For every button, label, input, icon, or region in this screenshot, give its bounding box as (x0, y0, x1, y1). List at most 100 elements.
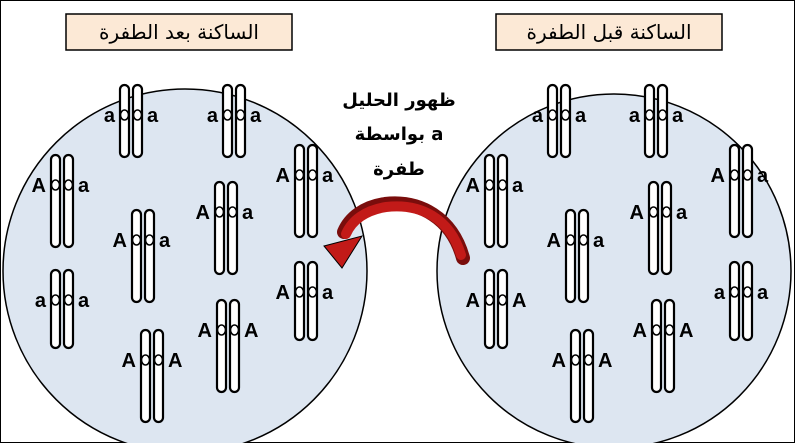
mutation-arrow-body (341, 201, 466, 260)
population-before-title-text: الساكنة قبل الطفرة (526, 20, 691, 44)
population-after-gene-locus-2-right (235, 109, 246, 121)
population-after-allele-right-9: A (168, 350, 182, 372)
population-after-chromosome-1-left (118, 83, 131, 159)
population-after-title-box (65, 13, 293, 51)
population-before-gene-locus-4-right (742, 169, 753, 181)
mutation-arrow (323, 196, 470, 269)
population-before-allele-right-7: A (512, 290, 526, 312)
population-before-gene-locus-6-right (661, 206, 672, 218)
population-before-chromosome-8-right (741, 260, 754, 342)
population-before-allele-left-1: a (532, 105, 544, 127)
population-before-chromosome-5-left (564, 208, 577, 304)
population-before-gene-locus-5-right (578, 234, 589, 246)
population-after-circle (2, 88, 368, 443)
population-before-allele-left-8: a (714, 282, 726, 304)
population-after-gene-locus-9-left (140, 354, 151, 366)
population-before-gene-locus-2-left (644, 109, 655, 121)
population-before-allele-right-3: a (512, 175, 524, 197)
population-before-gene-locus-8-right (742, 286, 753, 298)
mutation-label: ظهور الحليل a بواسطة طفرة (342, 90, 455, 180)
population-after-chromosome-7-left (49, 268, 62, 350)
population-after-chromosome-1-right (131, 83, 144, 159)
population-after-gene-locus-9-right (153, 354, 164, 366)
population-before-gene-locus-4-left (729, 169, 740, 181)
population-before-allele-right-2: a (672, 105, 684, 127)
population-before-allele-left-3: A (466, 175, 480, 197)
population-after-allele-right-2: a (250, 105, 262, 127)
population-before-allele-right-10: A (679, 320, 693, 342)
population-after-title-text: الساكنة بعد الطفرة (99, 20, 259, 44)
population-after-allele-right-8: a (322, 282, 334, 304)
population-before-chromosome-5-right (577, 208, 590, 304)
population-before-gene-locus-1-left (547, 109, 558, 121)
population-before-allele-right-1: a (575, 105, 587, 127)
mutation-arrow-head (323, 235, 364, 269)
population-after-chromosome-2-right (234, 83, 247, 159)
population-before-chromosome-9-left (569, 328, 582, 424)
population-before-allele-left-9: A (552, 350, 566, 372)
population-after-gene-locus-1-left (119, 109, 130, 121)
population-before-chromosome-6-left (647, 180, 660, 276)
population-after-allele-left-8: A (276, 282, 290, 304)
population-after-chromosome-5-right (143, 208, 156, 304)
population-before-gene-locus-3-right (497, 179, 508, 191)
population-before-gene-locus-8-left (729, 286, 740, 298)
population-after-chromosome-6-right (226, 180, 239, 276)
population-after-allele-right-7: a (78, 290, 90, 312)
population-before-chromosome-6-right (660, 180, 673, 276)
population-after-allele-right-10: A (244, 320, 258, 342)
population-after-gene-locus-2-left (222, 109, 233, 121)
population-after-allele-right-1: a (147, 105, 159, 127)
population-before-gene-locus-10-right (664, 324, 675, 336)
population-before-allele-left-10: A (633, 320, 647, 342)
population-after-gene-locus-7-right (63, 294, 74, 306)
population-before-allele-right-4: a (757, 165, 769, 187)
population-after-gene-locus-8-right (307, 286, 318, 298)
population-before-chromosome-8-left (728, 260, 741, 342)
population-before-allele-left-6: A (630, 202, 644, 224)
population-after-gene-locus-6-right (227, 206, 238, 218)
population-before-chromosome-10-right (663, 298, 676, 394)
population-before-gene-locus-6-left (648, 206, 659, 218)
population-after-chromosome-6-left (213, 180, 226, 276)
population-before-allele-right-8: a (757, 282, 769, 304)
population-after-gene-locus-4-left (294, 169, 305, 181)
population-before-allele-right-6: a (676, 202, 688, 224)
population-after-gene-locus-3-left (50, 179, 61, 191)
population-after-gene-locus-3-right (63, 179, 74, 191)
population-before-allele-right-5: a (593, 230, 605, 252)
population-before-gene-locus-3-left (484, 179, 495, 191)
population-after-gene-locus-4-right (307, 169, 318, 181)
population-after-chromosome-10-right (228, 298, 241, 394)
population-before-gene-locus-7-right (497, 294, 508, 306)
population-before-chromosome-7-right (496, 268, 509, 350)
population-after-gene-locus-5-left (131, 234, 142, 246)
population-after-allele-left-9: A (122, 350, 136, 372)
population-after-allele-left-6: A (196, 202, 210, 224)
population-before-gene-locus-10-left (651, 324, 662, 336)
population-after-allele-left-10: A (198, 320, 212, 342)
population-after-title: الساكنة بعد الطفرة (65, 13, 293, 51)
population-after-chromosome-3-right (62, 153, 75, 249)
population-after-allele-left-3: A (32, 175, 46, 197)
population-after-chromosome-8-left (293, 260, 306, 342)
population-after-allele-left-4: A (276, 165, 290, 187)
